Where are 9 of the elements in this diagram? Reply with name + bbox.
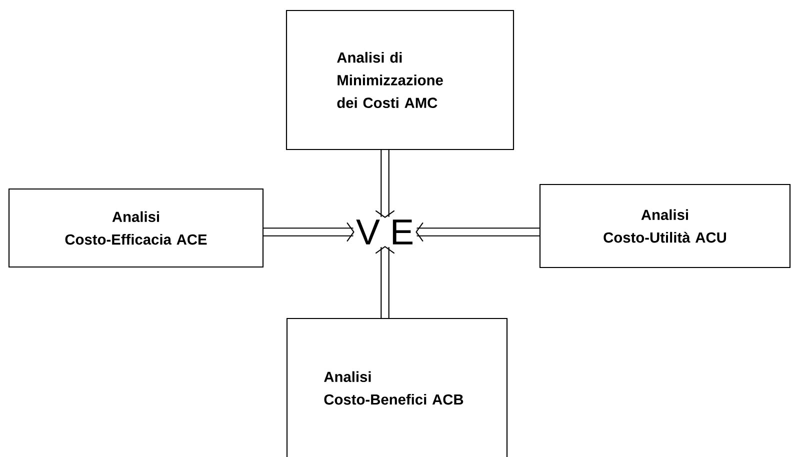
block-arrow <box>375 150 395 218</box>
center-label: V E <box>356 220 412 244</box>
analysis-box: Analisi Costo-Utilità ACU <box>539 184 791 268</box>
analysis-box: Analisi di Minimizzazione dei Costi AMC <box>286 10 514 150</box>
analysis-box: Analisi Costo-Efficacia ACE <box>8 188 264 268</box>
block-arrow <box>264 222 354 242</box>
block-arrow <box>416 222 540 242</box>
analysis-box: Analisi Costo-Benefici ACB <box>286 318 508 457</box>
block-arrow <box>375 246 395 318</box>
